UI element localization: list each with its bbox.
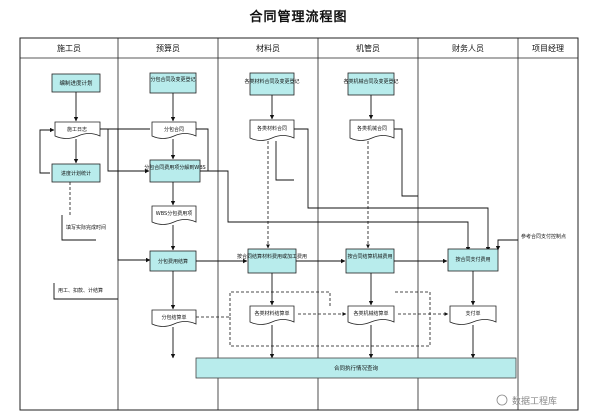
material-statement-label: 各类材料结算单 bbox=[254, 310, 289, 317]
subcontract-fee-settle-label: 分包费用结算 bbox=[158, 258, 188, 265]
construction-log-doc bbox=[54, 121, 101, 139]
material-fee-box bbox=[247, 248, 297, 274]
labor-note-label: 用工、扣款、计结算 bbox=[58, 287, 103, 294]
subcontract-fee-ws-label: 分包合同费用项分解到WBS bbox=[144, 164, 205, 171]
progress-note-label: 填写实际完成时间 bbox=[66, 224, 106, 231]
watermark-text: 数据工程库 bbox=[512, 395, 557, 407]
lane-header-material: 材料员 bbox=[256, 43, 280, 53]
construction-log-label: 施工日志 bbox=[67, 126, 87, 133]
machine-statement-label: 各类机械结算单 bbox=[353, 310, 388, 317]
machine-register-label: 各类机械合同及变更登记 bbox=[343, 78, 398, 85]
payment-voucher-doc bbox=[449, 305, 497, 325]
material-contract-label: 各类材料合同 bbox=[257, 125, 287, 132]
material-contract-doc bbox=[249, 119, 295, 141]
diagram-title: 合同管理流程图 bbox=[249, 10, 348, 25]
lane-header-manager: 项目经理 bbox=[532, 43, 564, 53]
subcontract-label: 分包合同 bbox=[164, 126, 184, 133]
machine-contract-label: 各类机械合同 bbox=[357, 125, 387, 132]
construction-plan-label: 编制进度计划 bbox=[59, 79, 92, 87]
wechat-icon bbox=[496, 394, 508, 406]
progress-stats-label: 进度计划统计 bbox=[61, 170, 91, 177]
machine-fee-label: 按合同结算机械费用 bbox=[347, 253, 392, 260]
subcontract-register-label: 分包合同及变更登记 bbox=[150, 76, 195, 83]
machine-contract-doc bbox=[349, 119, 395, 141]
material-register-label: 各类材料合同及变更登记 bbox=[244, 78, 299, 85]
ref-control-label: 参考合同支付控制点 bbox=[521, 233, 566, 240]
material-fee-label: 按合同结算材料费用或加工费用 bbox=[237, 253, 307, 260]
progress-stats-box bbox=[51, 163, 101, 183]
lane-header-finance: 财务人员 bbox=[452, 43, 484, 53]
lane-header-budget: 预算员 bbox=[156, 43, 180, 53]
subcontract-statement-doc bbox=[151, 309, 197, 327]
material-statement-doc bbox=[249, 305, 295, 325]
subcontract-statement-label: 分包结算单 bbox=[161, 314, 186, 321]
wbs-fee-label: WBS分包费用项 bbox=[156, 210, 192, 217]
lane-header-machine: 机管员 bbox=[356, 43, 380, 53]
wbs-fee-doc bbox=[151, 205, 197, 225]
execution-query-label: 合同执行情况查询 bbox=[334, 364, 379, 372]
subcontract-doc bbox=[151, 121, 197, 139]
subcontract-fee-ws-box bbox=[149, 159, 201, 183]
machine-fee-box bbox=[345, 248, 395, 274]
swimlane-frame bbox=[19, 37, 579, 411]
execution-query-band bbox=[195, 357, 517, 379]
subcontract-register-box bbox=[149, 72, 197, 94]
payment-voucher-label: 支付单 bbox=[465, 310, 480, 317]
payment-fee-label: 按合同支付费用 bbox=[455, 256, 490, 263]
machine-statement-doc bbox=[347, 305, 395, 325]
lane-header-construction: 施工员 bbox=[57, 43, 81, 53]
